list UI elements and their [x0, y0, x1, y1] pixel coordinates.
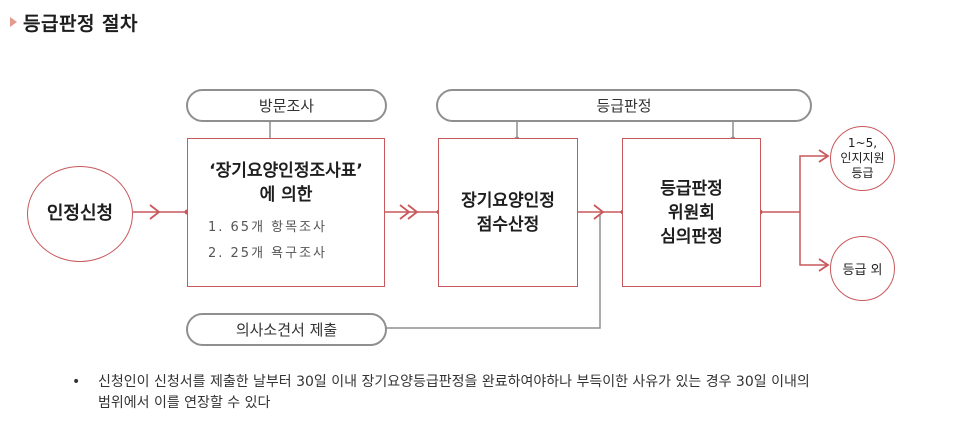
arrow-start-to-survey-head — [149, 204, 161, 220]
grade-result-line2: 인지지원 — [840, 151, 885, 165]
start-node-label: 인정신청 — [46, 203, 114, 224]
out-of-grade-label: 등급 외 — [842, 263, 883, 278]
committee-box-line1: 등급판정 — [660, 178, 723, 199]
survey-item-1: 1. 65개 항목조사 — [208, 220, 328, 235]
doctor-opinion-pill: 의사소견서 제출 — [186, 313, 387, 346]
committee-box-line2: 위원회 — [668, 202, 715, 223]
grade-result-circle: 1~5, 인지지원 등급 — [830, 126, 895, 191]
survey-item-2: 2. 25개 욕구조사 — [208, 246, 328, 261]
out-of-grade-circle: 등급 외 — [830, 236, 895, 301]
score-box: 장기요양인정 점수산정 — [438, 138, 578, 287]
arrow-score-to-committee-head — [593, 204, 605, 220]
committee-box-line3: 심의판정 — [660, 226, 723, 247]
note-line-1: 신청인이 신청서를 제출한 날부터 30일 이내 장기요양등급판정을 완료하여야… — [98, 374, 810, 390]
visit-survey-pill: 방문조사 — [186, 89, 387, 122]
committee-box: 등급판정 위원회 심의판정 — [622, 138, 761, 287]
note-line-2: 범위에서 이를 연장할 수 있다 — [98, 395, 271, 411]
branch-up — [799, 155, 828, 212]
triangle-marker-icon — [10, 17, 17, 27]
branch-down — [799, 212, 828, 266]
score-box-line1: 장기요양인정 — [461, 190, 555, 211]
arrow-survey-to-score-head2 — [407, 204, 419, 220]
grading-pill: 등급판정 — [436, 89, 812, 122]
survey-box: ‘장기요양인정조사표’ 에 의한 1. 65개 항목조사 2. 25개 욕구조사 — [187, 138, 385, 287]
arrow-survey-to-score-head — [399, 204, 411, 220]
grading-label: 등급판정 — [596, 97, 652, 115]
procedure-note: • 신청인이 신청서를 제출한 날부터 30일 이내 장기요양등급판정을 완료하… — [72, 372, 932, 414]
section-title: 등급판정 절차 — [10, 8, 138, 36]
branch-down-head — [818, 258, 830, 272]
section-title-text: 등급판정 절차 — [23, 12, 138, 35]
doctor-opinion-label: 의사소견서 제출 — [235, 321, 338, 339]
survey-box-line2: 에 의한 — [259, 185, 313, 205]
grade-result-line3: 등급 — [851, 166, 874, 180]
visit-survey-label: 방문조사 — [258, 97, 315, 115]
doctor-connector — [384, 215, 601, 329]
start-node-circle: 인정신청 — [27, 166, 133, 262]
survey-box-line1: ‘장기요양인정조사표’ — [209, 161, 363, 181]
score-box-line2: 점수산정 — [476, 214, 540, 235]
branch-up-head — [818, 149, 830, 163]
bullet-icon: • — [72, 374, 81, 390]
grade-result-line1: 1~5, — [847, 136, 878, 150]
